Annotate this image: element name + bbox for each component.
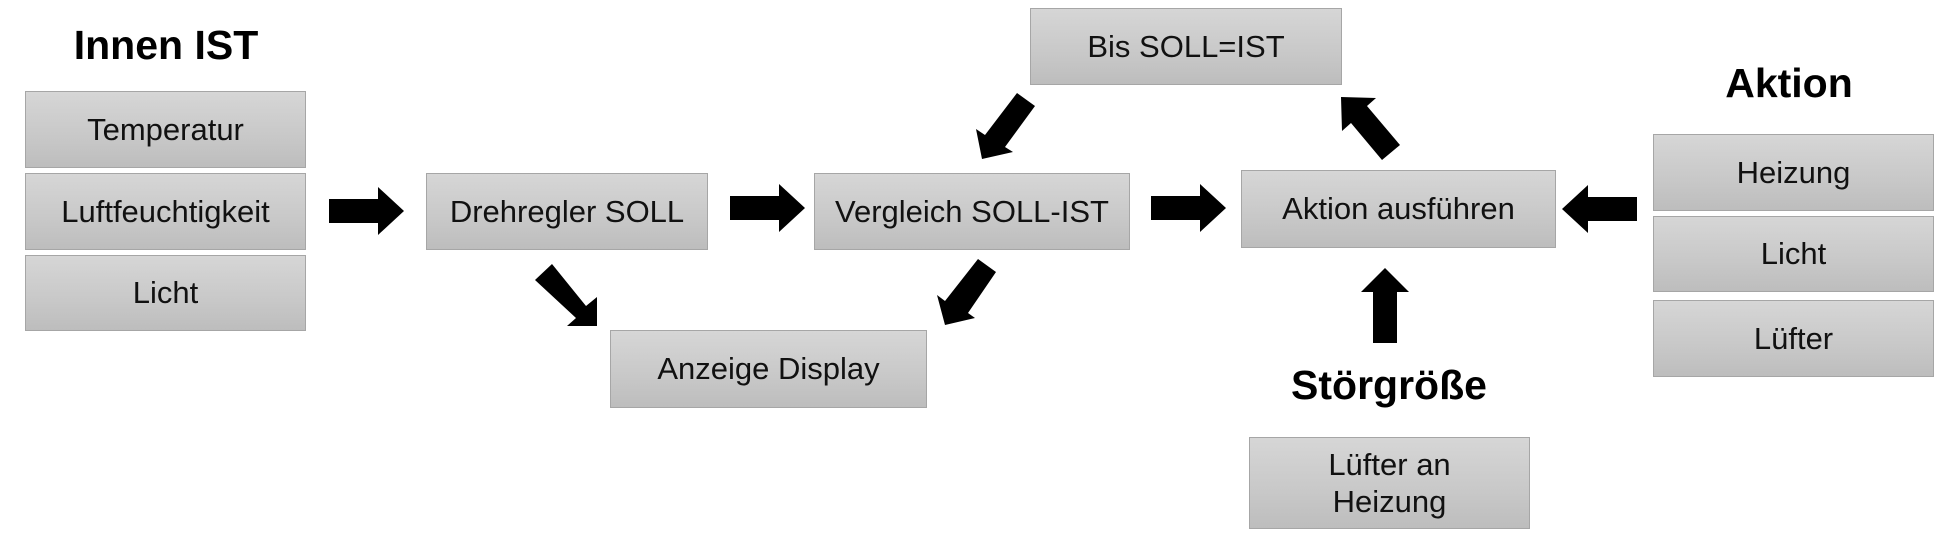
aktion-ausfuehren-box: Aktion ausführen bbox=[1241, 170, 1556, 248]
vergleich-soll-ist-box: Vergleich SOLL-IST bbox=[814, 173, 1130, 250]
right-arrow bbox=[329, 187, 404, 235]
innen-ist-title: Innen IST bbox=[73, 22, 259, 68]
innen-ist-item-licht: Licht bbox=[25, 255, 306, 331]
right-arrow bbox=[730, 184, 805, 232]
right-arrow bbox=[1151, 184, 1226, 232]
aktion-title: Aktion bbox=[1725, 60, 1853, 106]
innen-ist-item-luftfeuchtigkeit: Luftfeuchtigkeit bbox=[25, 173, 306, 250]
down-left-arrow bbox=[937, 259, 996, 325]
up-left-arrow bbox=[1341, 97, 1400, 160]
aktion-item-heizung: Heizung bbox=[1653, 134, 1934, 211]
drehregler-soll-box: Drehregler SOLL bbox=[426, 173, 708, 250]
stoergroesse-item-luefter-an-heizung: Lüfter an Heizung bbox=[1249, 437, 1530, 529]
left-arrow bbox=[1562, 185, 1637, 233]
up-arrow bbox=[1361, 268, 1409, 343]
bis-soll-ist-box: Bis SOLL=IST bbox=[1030, 8, 1342, 85]
stoergroesse-title: Störgröße bbox=[1291, 362, 1487, 408]
aktion-item-luefter: Lüfter bbox=[1653, 300, 1934, 377]
anzeige-display-box: Anzeige Display bbox=[610, 330, 927, 408]
down-right-arrow bbox=[535, 264, 597, 326]
down-left-arrow bbox=[976, 93, 1035, 159]
aktion-item-licht: Licht bbox=[1653, 216, 1934, 292]
innen-ist-item-temperatur: Temperatur bbox=[25, 91, 306, 168]
